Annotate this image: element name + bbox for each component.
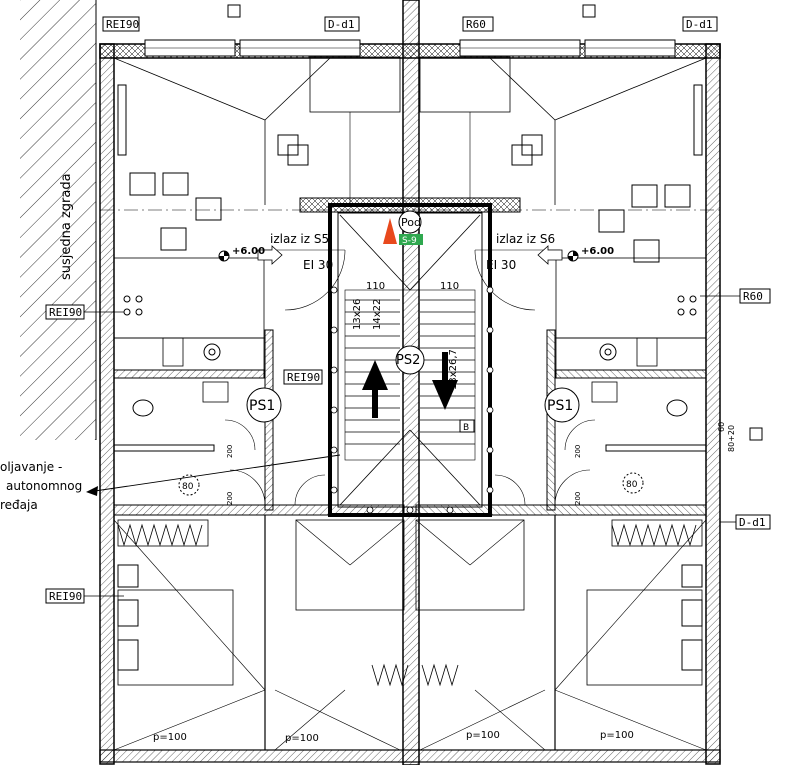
hydrant-label: Pod — [401, 216, 421, 229]
stamp-b-box — [459, 419, 475, 433]
stamp-b: B — [463, 423, 469, 433]
marker-square-top-right — [582, 4, 596, 18]
stair-width-left: 110 — [366, 281, 385, 292]
svg-text:D-d1: D-d1 — [739, 516, 766, 529]
svg-text:ređaja: ređaja — [0, 498, 38, 512]
room-label-mid-right: p=100 — [466, 730, 500, 741]
svg-text:PS1: PS1 — [249, 398, 275, 414]
stair-dims-right: 13x26,7 — [448, 349, 459, 390]
svg-text:D-d1: D-d1 — [328, 18, 355, 31]
svg-text:+6.00: +6.00 — [581, 246, 614, 257]
outer-walls — [99, 0, 721, 765]
dim-200-a: 200 — [226, 445, 234, 458]
unit-label-ps1-right: PS1 — [544, 387, 580, 423]
svg-text:+6.00: +6.00 — [232, 246, 265, 257]
svg-text:80: 80 — [626, 480, 638, 490]
svg-text:R60: R60 — [743, 290, 763, 303]
detector-left: 80 — [178, 474, 200, 496]
svg-text:REI90: REI90 — [49, 590, 82, 603]
detector-right: 80 — [622, 472, 644, 494]
tag-dd1-top-right: D-d1 — [682, 16, 718, 32]
svg-text:80: 80 — [182, 482, 194, 492]
wardrobes — [117, 523, 697, 687]
tag-rei90-left-mid: REI90 — [45, 304, 85, 320]
tag-rei90-left-low: REI90 — [45, 588, 85, 604]
stair-dims-left: 13x26 — [352, 299, 363, 330]
tag-r60-top: R60 — [462, 16, 494, 32]
neighbor-building: susjedna zgrada — [20, 0, 97, 440]
svg-text:REI90: REI90 — [287, 371, 320, 384]
exit-left-label: izlaz iz S5 — [270, 232, 329, 246]
neighbor-building-label: susjedna zgrada — [59, 173, 74, 280]
svg-text:PS2: PS2 — [396, 353, 420, 368]
svg-text:oljavanje -: oljavanje - — [0, 460, 62, 474]
stair-label-ps2: PS2 — [395, 345, 425, 375]
tag-dd1-top-left: D-d1 — [324, 16, 360, 32]
room-label-right: p=100 — [600, 730, 634, 741]
tag-dd1-right: D-d1 — [735, 514, 771, 530]
exit-right-label: izlaz iz S6 — [496, 232, 555, 246]
door-rating-right: EI 30 — [486, 258, 516, 272]
note-left: oljavanje - autonomnog ređaja — [0, 454, 341, 512]
stair-core — [299, 197, 521, 517]
dim-60: 60 — [717, 422, 726, 432]
room-label-left: p=100 — [153, 732, 187, 743]
exit-arrow-right-icon — [537, 245, 563, 265]
door-rating-left: EI 30 — [303, 258, 333, 272]
svg-text:D-d1: D-d1 — [686, 18, 713, 31]
stair-dims-left-2: 14x22 — [372, 299, 383, 330]
core-markers — [330, 286, 494, 514]
svg-text:REI90: REI90 — [106, 18, 139, 31]
tag-rei90-stair: REI90 — [283, 369, 323, 385]
marker-square-top-left — [227, 4, 241, 18]
room-label-mid-left: p=100 — [285, 733, 319, 744]
right-unit-partitions — [415, 56, 707, 751]
emergency-sign-icon — [399, 234, 423, 245]
elevation-right: +6.00 — [567, 246, 614, 262]
extinguisher-label: S-9 — [402, 236, 417, 246]
tag-r60-right: R60 — [739, 288, 771, 304]
marker-square-right — [749, 427, 763, 441]
unit-label-ps1-left: PS1 — [246, 387, 282, 423]
hydrant-label-circle — [398, 210, 422, 234]
dim-200-d: 200 — [574, 492, 582, 505]
elevation-left: +6.00 — [218, 246, 265, 262]
fire-extinguisher-icon — [383, 218, 397, 244]
dim-80-20: 80+20 — [727, 425, 736, 452]
svg-text:R60: R60 — [466, 18, 486, 31]
stair-width-right: 110 — [440, 281, 459, 292]
dim-200-b: 200 — [226, 492, 234, 505]
svg-text:autonomnog: autonomnog — [6, 479, 82, 493]
svg-text:REI90: REI90 — [49, 306, 82, 319]
dim-200-c: 200 — [574, 445, 582, 458]
exit-arrow-left-icon — [257, 245, 283, 265]
svg-text:PS1: PS1 — [547, 398, 573, 414]
tag-rei90-top: REI90 — [102, 16, 140, 32]
